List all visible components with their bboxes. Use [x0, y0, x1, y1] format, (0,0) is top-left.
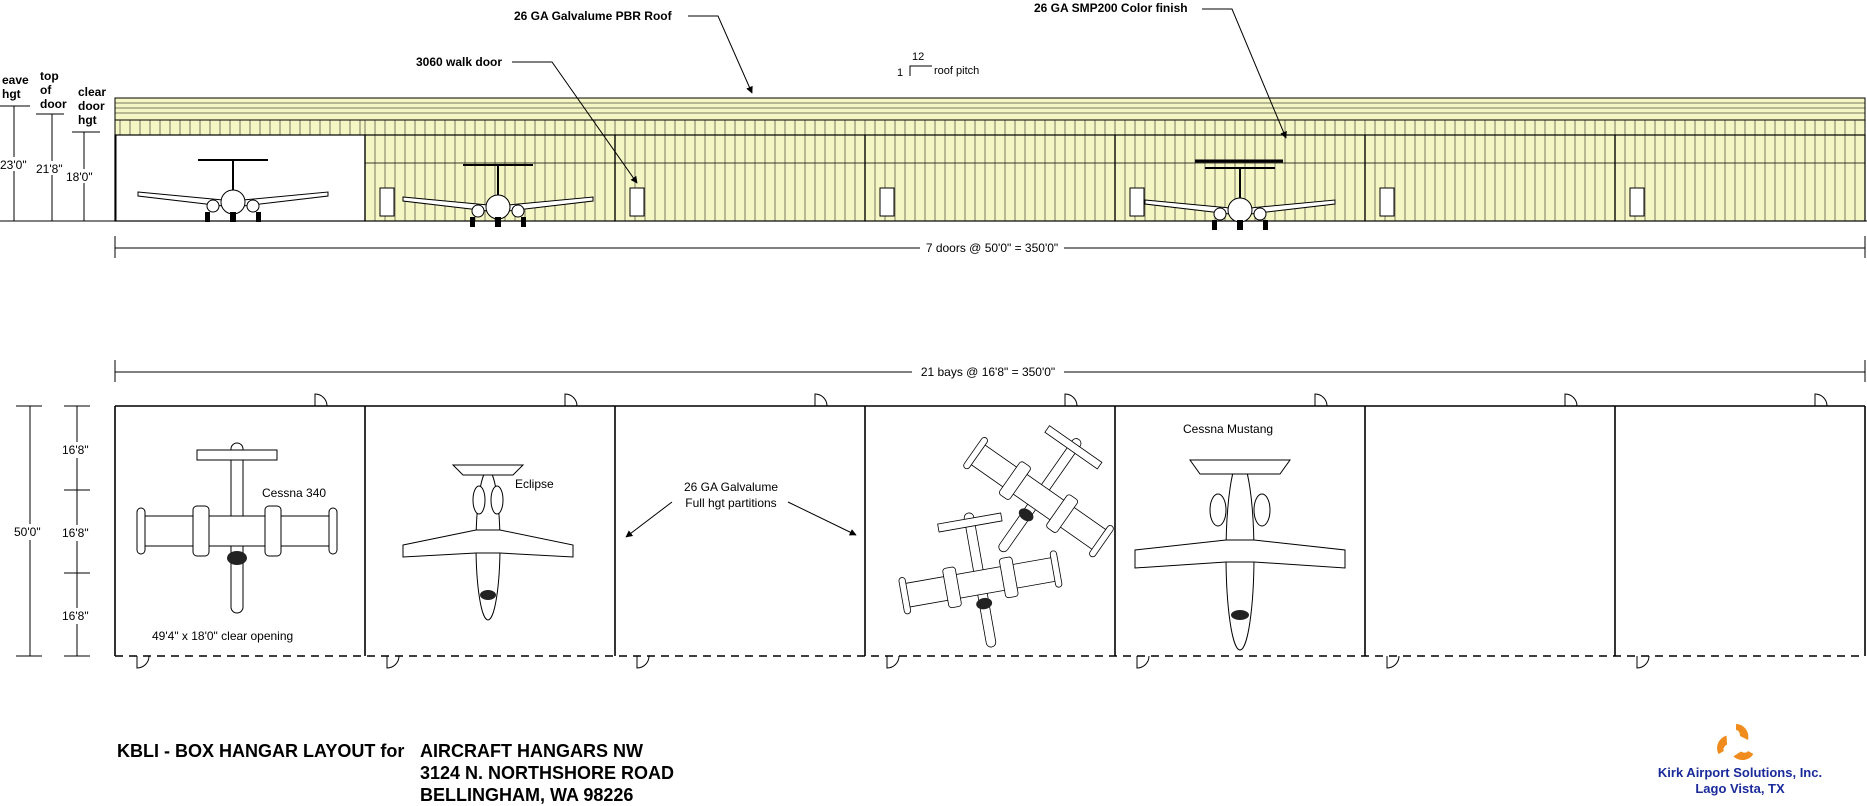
depth-segment-1: 16'8" [62, 443, 89, 457]
svg-text:hgt: hgt [2, 87, 21, 101]
client-name: AIRCRAFT HANGARS NW [420, 741, 643, 761]
walk-door-arrow [512, 61, 638, 184]
plan-walk-door-swing [386, 655, 400, 669]
height-header-top-door: top of door [40, 69, 67, 111]
brand-name: Kirk Airport Solutions, Inc. [1657, 765, 1823, 780]
walk-door [879, 187, 895, 217]
plan-walk-door-swing [314, 393, 328, 407]
clear-door-height-value: 18'0" [66, 170, 93, 184]
plan-walk-door-swing [1386, 655, 1400, 669]
svg-text:top: top [40, 69, 59, 83]
partition-note-line2: Full hgt partitions [685, 496, 776, 510]
depth-segment-2: 16'8" [62, 526, 89, 540]
walk-door [1129, 187, 1145, 217]
roof-callout: 26 GA Galvalume PBR Roof [514, 9, 673, 23]
plan-aircraft-rotated-2 [889, 498, 1071, 662]
plan-walk-door-swing [1564, 393, 1578, 407]
height-header-clear-door: clear door hgt [78, 85, 106, 127]
svg-text:clear: clear [78, 85, 106, 99]
pitch-rise: 12 [912, 51, 924, 63]
client-address: 3124 N. NORTHSHORE ROAD [420, 763, 675, 783]
pitch-symbol [909, 65, 932, 76]
clear-opening-note: 49'4" x 18'0" clear opening [152, 629, 293, 643]
partition-arrow-right [787, 501, 857, 536]
svg-text:of: of [40, 83, 52, 97]
title-prefix: KBLI - BOX HANGAR LAYOUT for [117, 741, 405, 761]
walk-door [629, 187, 645, 217]
label-cessna-mustang: Cessna Mustang [1183, 422, 1273, 436]
plan-walk-door-swing [886, 655, 900, 669]
partition-arrow-left [625, 501, 673, 538]
plan-walk-door-swing [1136, 655, 1150, 669]
brand-location: Lago Vista, TX [1695, 781, 1785, 796]
plan-walk-door-swing [136, 655, 150, 669]
client-city: BELLINGHAM, WA 98226 [420, 785, 634, 805]
label-eclipse: Eclipse [515, 477, 554, 491]
roof-callout-arrow [688, 15, 753, 94]
eave-height-value: 23'0" [0, 158, 27, 172]
depth-segment-3: 16'8" [62, 609, 89, 623]
plan-walk-door-swing [1064, 393, 1078, 407]
plan-cessna-mustang [1134, 459, 1346, 651]
height-header-eave: eave hgt [2, 73, 29, 101]
walk-door [1629, 187, 1645, 217]
label-cessna-340: Cessna 340 [262, 486, 326, 500]
roof-fascia [114, 97, 1866, 121]
plan-walk-door-swing [636, 655, 650, 669]
partition-note-line1: 26 GA Galvalume [684, 480, 778, 494]
plan-walk-door-swing [564, 393, 578, 407]
brand-logo-icon [1712, 724, 1754, 765]
svg-text:door: door [78, 99, 105, 113]
hangar-wall [114, 119, 1866, 222]
svg-text:door: door [40, 97, 67, 111]
plan-walk-door-swing [1814, 393, 1828, 407]
svg-text:eave: eave [2, 73, 29, 87]
svg-text:hgt: hgt [78, 113, 97, 127]
walk-door [1379, 187, 1395, 217]
depth-total: 50'0" [14, 525, 41, 539]
plan-dimension-text: 21 bays @ 16'8" = 350'0" [921, 365, 1055, 379]
plan-walk-door-swing [1636, 655, 1650, 669]
walk-door [379, 187, 395, 217]
plan-walk-door-swing [814, 393, 828, 407]
plan-cessna-340 [136, 442, 338, 614]
finish-callout-arrow [1202, 8, 1287, 139]
pitch-run: 1 [897, 67, 903, 79]
pitch-label: roof pitch [934, 65, 979, 77]
plan-walk-door-swing [1314, 393, 1328, 407]
elevation-dimension-text: 7 doors @ 50'0" = 350'0" [926, 241, 1058, 255]
top-door-height-value: 21'8" [36, 162, 63, 176]
walk-door-callout: 3060 walk door [416, 55, 502, 69]
finish-callout: 26 GA SMP200 Color finish [1034, 1, 1188, 15]
